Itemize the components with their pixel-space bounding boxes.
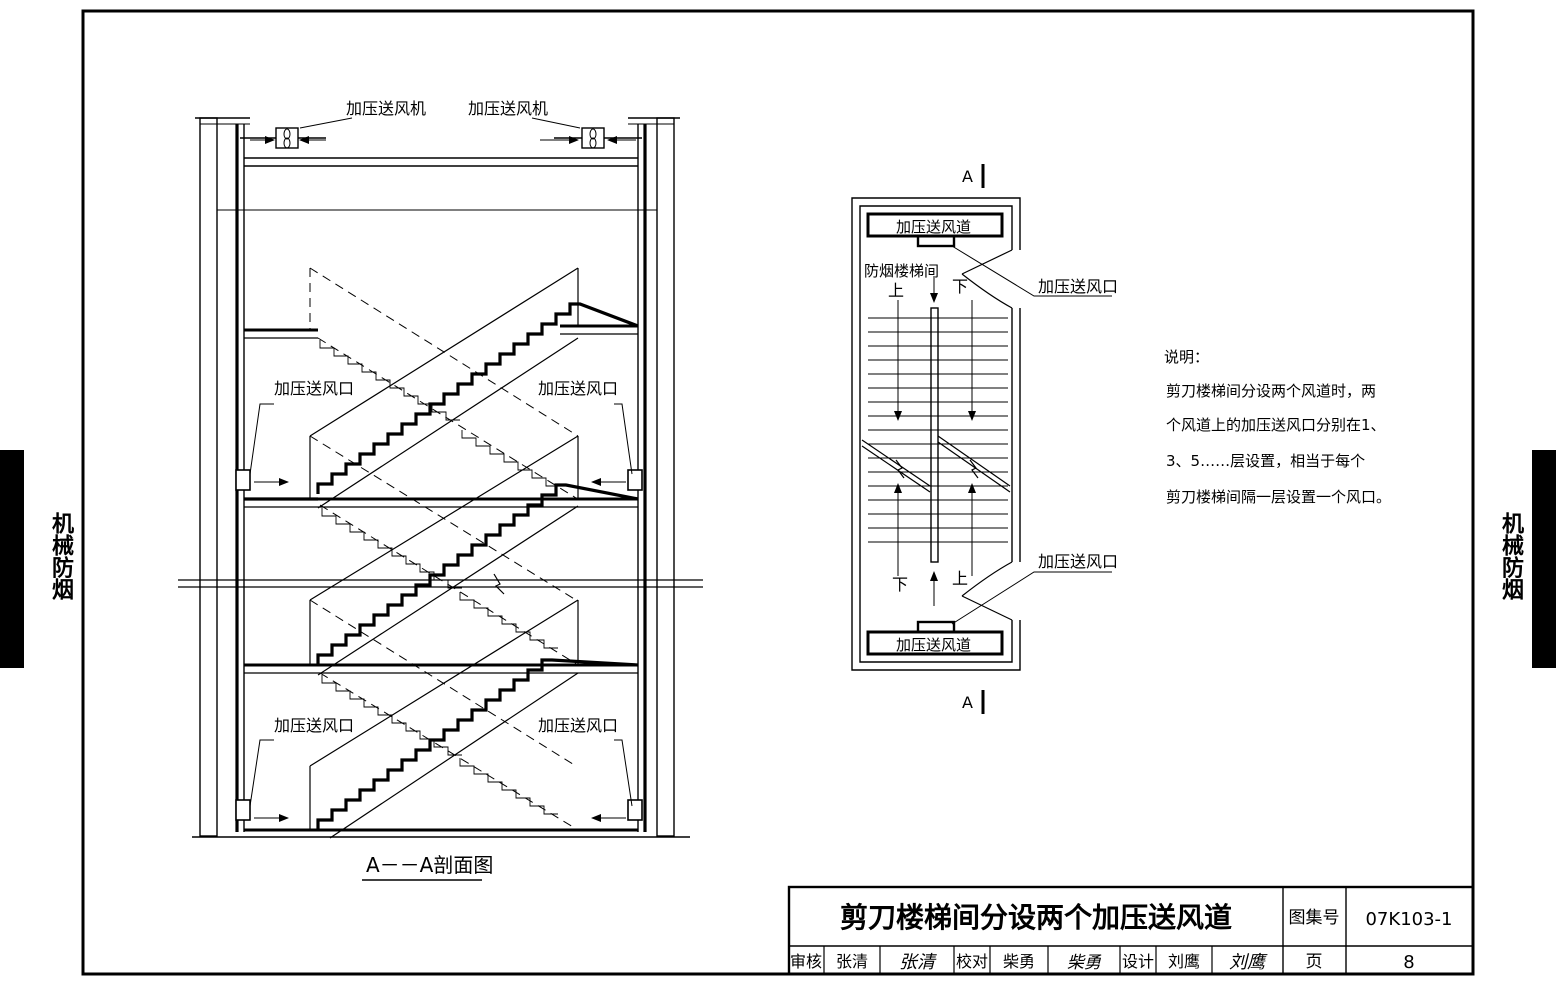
- checker-signature: 柴勇: [1067, 953, 1102, 973]
- checker-name: 柴勇: [1003, 952, 1035, 971]
- outlet-lower-right-label: 加压送风口: [538, 716, 618, 735]
- plan-outlet-bottom: [916, 620, 956, 634]
- cut-mark-top-label: A: [962, 167, 973, 186]
- fan-left-label: 加压送风机: [346, 99, 426, 118]
- plan-down-bottom: 下: [892, 575, 908, 594]
- plan-break-lines: [861, 435, 1011, 493]
- section-caption: A－－A剖面图: [366, 853, 493, 877]
- fan-right-leader: [531, 117, 581, 129]
- plan-outlet-top-label: 加压送风口: [1038, 277, 1118, 296]
- hidden-steps: [319, 340, 560, 815]
- section-outlets: [235, 403, 643, 822]
- duct-bottom-label: 加压送风道: [896, 636, 971, 654]
- outlet-lower-left-label: 加压送风口: [274, 716, 354, 735]
- right-side-tab: [1532, 450, 1556, 668]
- sheet-frame: [81, 9, 1475, 976]
- plan-up-top: 上: [888, 281, 904, 300]
- page-number: 8: [1403, 952, 1414, 973]
- left-side-tab: [0, 450, 24, 668]
- plan-door-bottom: [961, 561, 1013, 621]
- title-block-title: 剪刀楼梯间分设两个加压送风道: [840, 901, 1232, 934]
- notes-line-4: 剪刀楼梯间隔一层设置一个风口。: [1166, 488, 1391, 506]
- right-side-label: 机械防烟: [1498, 512, 1523, 600]
- outlet-upper-left-label: 加压送风口: [274, 379, 354, 398]
- notes-line-3: 3、5……层设置，相当于每个: [1166, 452, 1365, 470]
- designer-signature: 刘鹰: [1229, 952, 1268, 973]
- notes-heading: 说明：: [1164, 348, 1209, 366]
- notes-line-2: 个风道上的加压送风口分别在1、: [1166, 416, 1386, 434]
- review-label: 审核: [790, 952, 822, 971]
- plan-center-wall: [930, 307, 939, 563]
- visible-flights: [244, 267, 639, 839]
- check-label: 校对: [956, 952, 988, 971]
- plan-outlet-bottom-leader: [951, 571, 1112, 625]
- section-view: 加压送风机 加压送风机: [178, 99, 703, 881]
- fan-left-icon: [275, 127, 299, 149]
- plan-walk-arrows: [894, 276, 976, 606]
- designer-name: 刘鹰: [1168, 952, 1200, 971]
- reviewer-signature: 张清: [899, 952, 937, 973]
- outlet-upper-right-label: 加压送风口: [538, 379, 618, 398]
- plan-outlet-top: [916, 234, 956, 248]
- left-outer-wall: [199, 117, 218, 837]
- notes-line-1: 剪刀楼梯间分设两个风道时，两: [1166, 382, 1376, 400]
- stair-name-label: 防烟楼梯间: [864, 262, 939, 280]
- reviewer-name: 张清: [836, 952, 868, 971]
- cut-mark-bottom-label: A: [962, 693, 973, 712]
- right-outer-wall: [656, 117, 675, 837]
- plan-outlet-top-leader: [951, 245, 1112, 297]
- plan-outlet-bottom-label: 加压送风口: [1038, 552, 1118, 571]
- plan-up-bottom: 上: [952, 569, 968, 588]
- design-label: 设计: [1122, 952, 1154, 971]
- plan-down-top: 下: [952, 277, 968, 296]
- atlas-number-value: 07K103-1: [1365, 909, 1452, 930]
- left-side-label: 机械防烟: [48, 512, 73, 600]
- fan-right-label: 加压送风机: [468, 99, 548, 118]
- title-block: 剪刀楼梯间分设两个加压送风道 图集号 07K103-1 审核 张清 张清 校对 …: [787, 885, 1475, 976]
- notes: 说明： 剪刀楼梯间分设两个风道时，两 个风道上的加压送风口分别在1、 3、5………: [1164, 348, 1391, 506]
- fan-left-leader: [299, 117, 353, 129]
- plan-outer-wall: [851, 197, 1021, 671]
- section-break-line: [178, 573, 703, 595]
- plan-view: A A 加压送风道 加压送风道: [851, 164, 1118, 714]
- plan-inner-wall: [859, 205, 1013, 663]
- plan-treads: [868, 317, 1008, 543]
- atlas-number-label: 图集号: [1289, 908, 1340, 928]
- fan-right-icon: [581, 127, 605, 149]
- page-label: 页: [1306, 952, 1323, 972]
- duct-top-label: 加压送风道: [896, 218, 971, 236]
- plan-door-top: [961, 249, 1013, 309]
